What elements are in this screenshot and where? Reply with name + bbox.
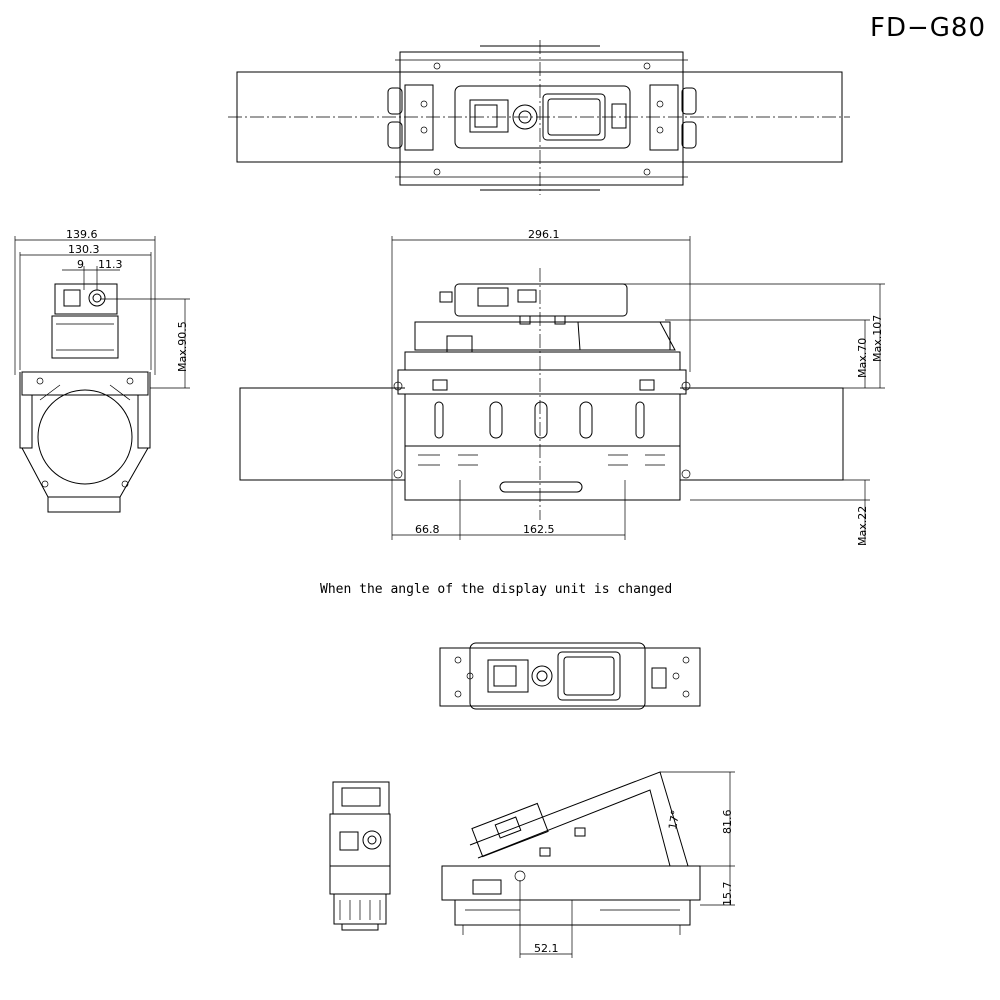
- top-view: [228, 40, 850, 195]
- angle-side-view: [329, 781, 391, 931]
- dim-tilt-offset: 52.1: [534, 942, 559, 955]
- caption: When the angle of the display unit is ch…: [320, 582, 672, 597]
- dim-tilt-height: 81.6: [721, 810, 734, 835]
- dim-side-width-outer: 139.6: [66, 228, 98, 241]
- dim-front-left: 66.8: [415, 523, 440, 536]
- dim-side-width-inner: 130.3: [68, 243, 100, 256]
- dim-front-width: 296.1: [528, 228, 560, 241]
- dim-front-mid: 162.5: [523, 523, 555, 536]
- dim-front-max107: Max.107: [871, 315, 884, 362]
- side-view: 139.6 130.3 9 11.3 Max.90.5: [14, 228, 190, 513]
- dim-tilt-base: 15.7: [721, 882, 734, 907]
- dim-front-max22: Max.22: [856, 506, 869, 546]
- dim-side-offset-b: 11.3: [98, 258, 123, 271]
- dim-tilt-angle: 17°: [666, 809, 682, 830]
- front-view: 296.1 66.8 162.5 Max.70 Max.107 Max.22: [239, 228, 885, 546]
- dim-side-height: Max.90.5: [176, 321, 189, 372]
- dim-side-offset-a: 9: [77, 258, 84, 271]
- dim-front-max70: Max.70: [856, 338, 869, 378]
- angle-top-view: [439, 642, 701, 710]
- angle-front-view: 81.6 17° 15.7 52.1: [441, 771, 735, 958]
- model-title: FD−G80: [870, 13, 986, 43]
